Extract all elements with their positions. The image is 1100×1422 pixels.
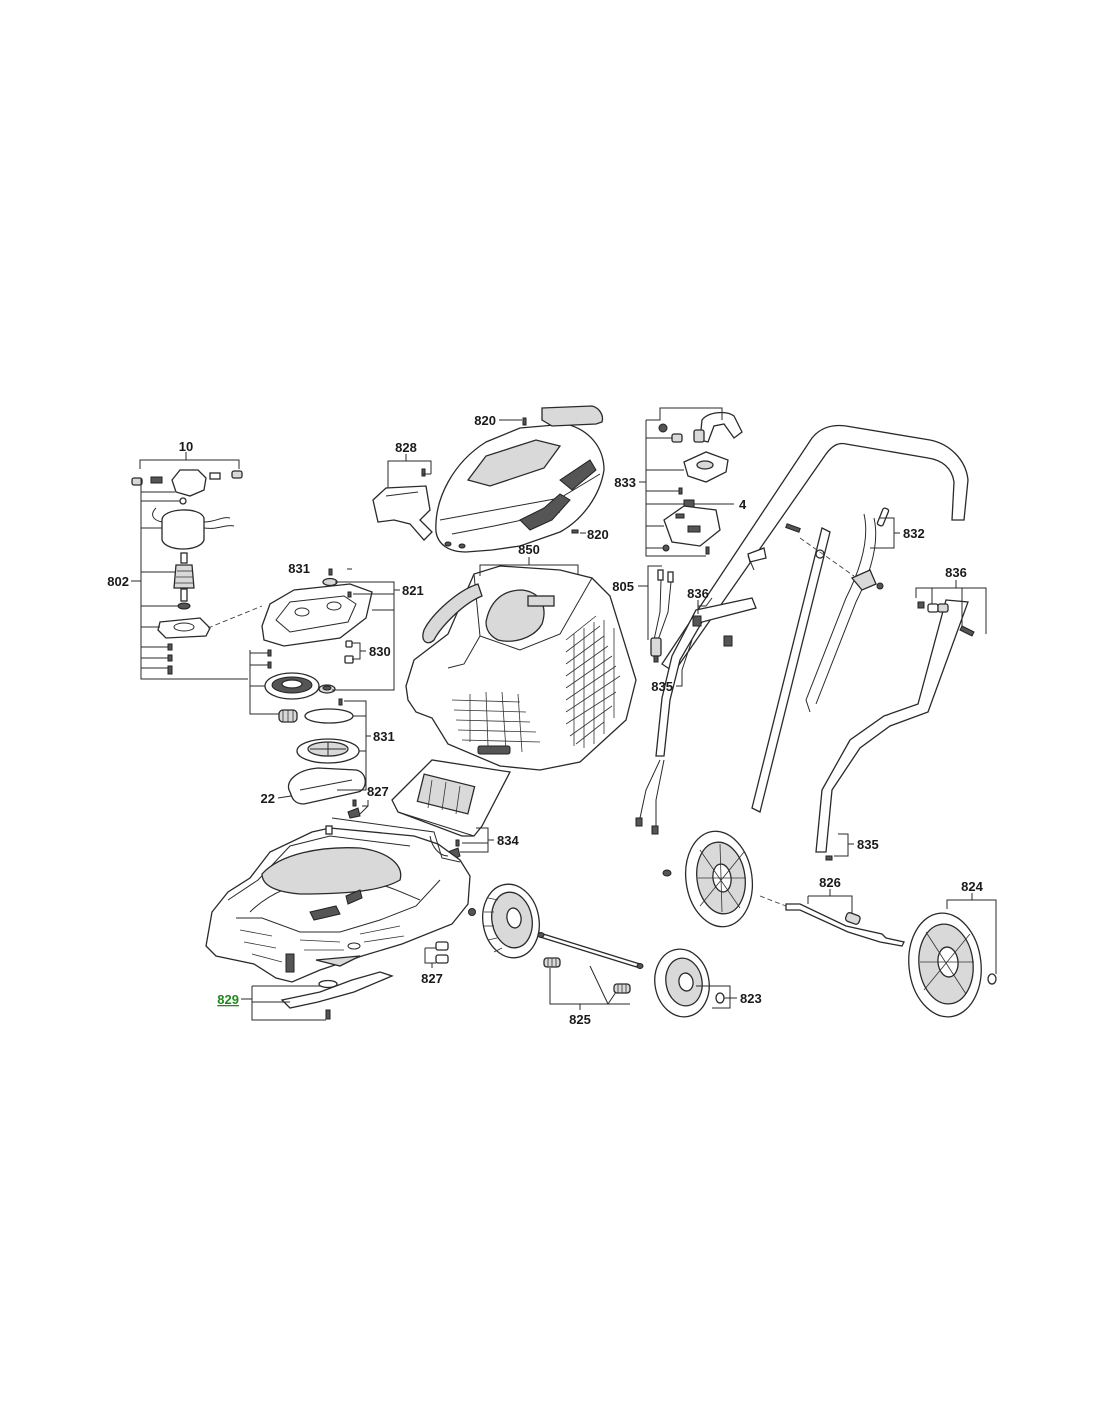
brush-holder xyxy=(150,476,163,484)
mower-deck xyxy=(205,817,476,983)
brush-holder-right xyxy=(209,472,221,480)
part-labels: 10 802 828 820 820 833 4 832 831 821 830… xyxy=(107,413,983,1027)
rear-flap xyxy=(391,759,511,861)
mower-blade xyxy=(280,971,394,1009)
callout-lines-handles xyxy=(676,517,987,857)
label-805: 805 xyxy=(612,579,634,594)
label-830: 830 xyxy=(369,644,391,659)
label-823: 823 xyxy=(740,991,762,1006)
carbon-brush xyxy=(131,477,143,486)
label-850: 850 xyxy=(518,542,540,557)
label-4: 4 xyxy=(739,497,747,512)
switch-cover xyxy=(372,485,433,541)
switch-box-833 xyxy=(658,411,743,555)
callout-lines-flap xyxy=(460,827,494,853)
label-824: 824 xyxy=(961,879,983,894)
label-829-highlighted[interactable]: 829 xyxy=(217,992,239,1007)
bearing xyxy=(177,602,191,610)
callout-lines-axle xyxy=(549,965,630,1010)
armature-shaft-lower xyxy=(180,588,188,602)
callout-lines-824 xyxy=(946,893,997,974)
label-22: 22 xyxy=(261,791,275,806)
cover-disc xyxy=(304,708,354,724)
front-left-wheel xyxy=(482,883,540,959)
hood-handle xyxy=(541,405,604,427)
axle-assembly xyxy=(537,932,644,994)
armature-shaft xyxy=(180,552,188,564)
top-handle xyxy=(661,424,969,673)
label-827-bottom: 827 xyxy=(421,971,443,986)
blade-assembly xyxy=(280,955,394,1020)
rear-left-wheel xyxy=(662,830,754,928)
label-820-bottom: 820 xyxy=(587,527,609,542)
rear-axle-826 xyxy=(759,889,905,947)
callout-lines-blade xyxy=(241,985,326,1021)
callout-lines-left xyxy=(131,452,263,680)
label-10: 10 xyxy=(179,439,193,454)
label-831-mid: 831 xyxy=(373,729,395,744)
hood xyxy=(435,423,605,553)
callout-lines-823 xyxy=(696,985,737,1009)
rear-right-wheel xyxy=(908,912,997,1018)
label-836-right: 836 xyxy=(945,565,967,580)
label-831-top: 831 xyxy=(288,561,310,576)
rear-axle xyxy=(785,903,905,947)
grass-box-body xyxy=(405,565,637,771)
grass-box xyxy=(405,565,637,771)
label-834: 834 xyxy=(497,833,519,848)
stator-wire xyxy=(203,517,231,523)
label-832: 832 xyxy=(903,526,925,541)
armature xyxy=(173,564,195,589)
motor-assembly xyxy=(131,469,243,675)
label-835-mid: 835 xyxy=(651,679,673,694)
gearbox-plate xyxy=(261,583,373,647)
label-820-top: 820 xyxy=(474,413,496,428)
callout-lines-833 xyxy=(639,407,734,557)
label-828: 828 xyxy=(395,440,417,455)
stator-wire xyxy=(152,507,163,523)
upper-handle-bar xyxy=(661,424,969,673)
gearbox-assembly xyxy=(261,568,373,819)
callout-lines-gearbox xyxy=(249,568,400,815)
handle-tubes xyxy=(635,507,975,861)
carbon-brush-right xyxy=(231,470,243,479)
label-835-right: 835 xyxy=(857,837,879,852)
lower-tube-right xyxy=(815,599,969,853)
label-825: 825 xyxy=(569,1012,591,1027)
label-821: 821 xyxy=(402,583,424,598)
motor-hood xyxy=(372,405,605,553)
middle-tube-left xyxy=(751,527,831,813)
front-right-wheel xyxy=(654,948,725,1018)
label-836-left: 836 xyxy=(687,586,709,601)
drive-belt xyxy=(287,767,366,805)
stator-wire xyxy=(203,525,235,529)
callout-lines-hood xyxy=(387,419,586,534)
label-826: 826 xyxy=(819,875,841,890)
blade-adapter xyxy=(315,955,361,967)
label-802: 802 xyxy=(107,574,129,589)
brush-plate xyxy=(171,469,207,497)
handle-knob xyxy=(850,569,877,591)
motor-flange xyxy=(157,617,211,639)
stator xyxy=(161,509,205,550)
height-adjust-parts xyxy=(424,941,449,968)
label-833: 833 xyxy=(614,475,636,490)
label-827-top: 827 xyxy=(367,784,389,799)
washer-small xyxy=(179,497,187,505)
grass-box-handle xyxy=(422,583,483,644)
lower-tube-left xyxy=(655,597,757,757)
switch-lever xyxy=(699,411,743,443)
callout-lines-805 xyxy=(638,565,662,640)
cable-805 xyxy=(650,569,674,663)
